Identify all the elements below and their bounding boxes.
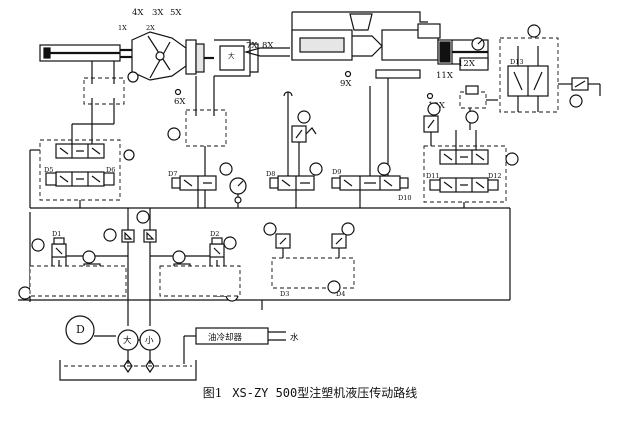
valve-8 <box>209 237 225 271</box>
oil-tank <box>59 360 197 381</box>
main-pressure-lines <box>18 149 511 310</box>
label-d6: D6 <box>106 166 115 174</box>
label-d10: D10 <box>398 194 411 202</box>
label-2x: 2X <box>146 24 155 32</box>
water-label: 水 <box>290 332 299 343</box>
label-6x: 6X <box>174 97 186 107</box>
valve-14 <box>331 78 409 208</box>
label-d5: D5 <box>44 166 53 174</box>
valve-16 <box>459 85 498 130</box>
label-d8: D8 <box>266 170 275 178</box>
valve-11 <box>271 257 355 289</box>
motor-and-pumps <box>65 315 161 374</box>
valve-19 <box>269 175 315 208</box>
label-11x: 11X <box>436 71 454 81</box>
injection-unit <box>243 11 489 79</box>
valve-21 <box>171 175 217 208</box>
check-valves <box>121 229 157 243</box>
figure-caption: 图1 XS-ZY 500型注塑机液压传动路线 <box>0 384 620 401</box>
toggle-mechanism <box>131 31 259 81</box>
label-9x: 9X <box>340 79 352 89</box>
label-5x: 5X <box>170 8 182 18</box>
valve-17 <box>499 37 559 113</box>
clamp-cylinder <box>39 44 132 62</box>
motor-label: D <box>76 323 85 336</box>
valve-13 <box>331 233 347 262</box>
valve-15 <box>423 130 507 208</box>
valve-18 <box>558 77 601 96</box>
label-d13: D13 <box>510 58 523 66</box>
valve-22 <box>185 76 227 147</box>
label-12x: 12X <box>458 59 476 69</box>
figure-title: XS-ZY 500型注塑机液压传动路线 <box>232 386 418 400</box>
figure-number: 图1 <box>202 386 223 400</box>
pressure-gauge <box>229 177 247 208</box>
pump-small-label: 小 <box>145 335 154 346</box>
valve-20 <box>283 91 317 176</box>
valve-12 <box>275 233 291 262</box>
label-d12: D12 <box>488 172 501 180</box>
valve-4 <box>83 61 125 124</box>
mold-label: 大 <box>228 51 235 60</box>
label-d11: D11 <box>426 172 439 180</box>
label-4x: 4X <box>132 8 144 18</box>
label-1x: 1X <box>118 24 127 32</box>
label-d3: D3 <box>280 290 289 298</box>
label-d9: D9 <box>332 168 341 176</box>
label-d1: D1 <box>52 230 61 238</box>
pump-big-label: 大 <box>123 335 132 346</box>
valve-3 <box>39 124 121 208</box>
limit-switch-6x <box>174 88 182 96</box>
label-3x: 3X <box>152 8 164 18</box>
oil-cooler <box>183 327 286 364</box>
oil-cooler-label: 油冷却器 <box>208 332 243 343</box>
label-d2: D2 <box>210 230 219 238</box>
label-7x: 7X <box>246 41 258 51</box>
label-d7: D7 <box>168 170 177 178</box>
label-d4: D4 <box>336 290 345 298</box>
valve-23 <box>423 115 439 150</box>
label-8x: 8X <box>262 41 274 51</box>
valve-7 <box>51 237 67 271</box>
